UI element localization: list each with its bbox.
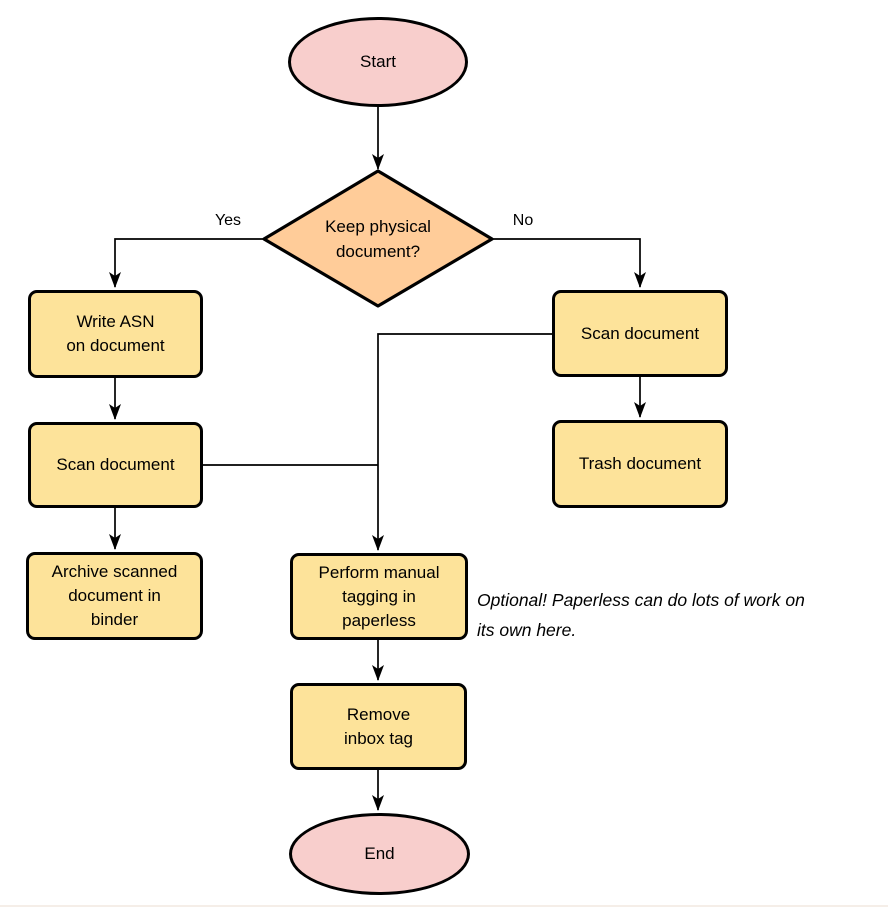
node-start-label: Start xyxy=(360,52,396,71)
node-archive-scanned: Archive scanned document in binder xyxy=(26,552,203,640)
node-decision-label: Keep physical document? xyxy=(325,217,431,261)
edge-scanright-to-tagging xyxy=(372,333,553,551)
edge-label-yes: Yes xyxy=(214,212,242,229)
node-remove-inbox-tag: Remove inbox tag xyxy=(290,683,467,770)
node-write-asn: Write ASN on document xyxy=(28,290,203,378)
node-perform-tagging: Perform manual tagging in paperless xyxy=(290,553,468,640)
node-perform-tagging-label: Perform manual tagging in paperless xyxy=(318,562,440,630)
edge-decision-no xyxy=(491,238,646,288)
node-trash-document-label: Trash document xyxy=(578,454,702,473)
node-trash-document: Trash document xyxy=(552,420,728,508)
node-write-asn-label: Write ASN on document xyxy=(66,312,165,355)
annotation-note: Optional! Paperless can do lots of work … xyxy=(477,590,805,640)
edge-label-no: No xyxy=(512,212,534,229)
decision-diamond-shape xyxy=(262,169,494,308)
page-bottom-edge xyxy=(0,905,888,907)
node-start: Start xyxy=(288,17,468,107)
node-scan-document-left-label: Scan document xyxy=(56,455,175,474)
node-scan-document-right: Scan document xyxy=(552,290,728,377)
node-archive-scanned-label: Archive scanned document in binder xyxy=(51,562,178,629)
node-end: End xyxy=(289,813,470,895)
node-decision: Keep physical document? xyxy=(264,172,492,306)
node-scan-document-right-label: Scan document xyxy=(580,323,700,343)
node-remove-inbox-tag-label: Remove inbox tag xyxy=(344,704,413,748)
node-scan-document-left: Scan document xyxy=(28,422,203,508)
node-end-label: End xyxy=(364,844,395,863)
edge-decision-yes xyxy=(109,238,265,288)
